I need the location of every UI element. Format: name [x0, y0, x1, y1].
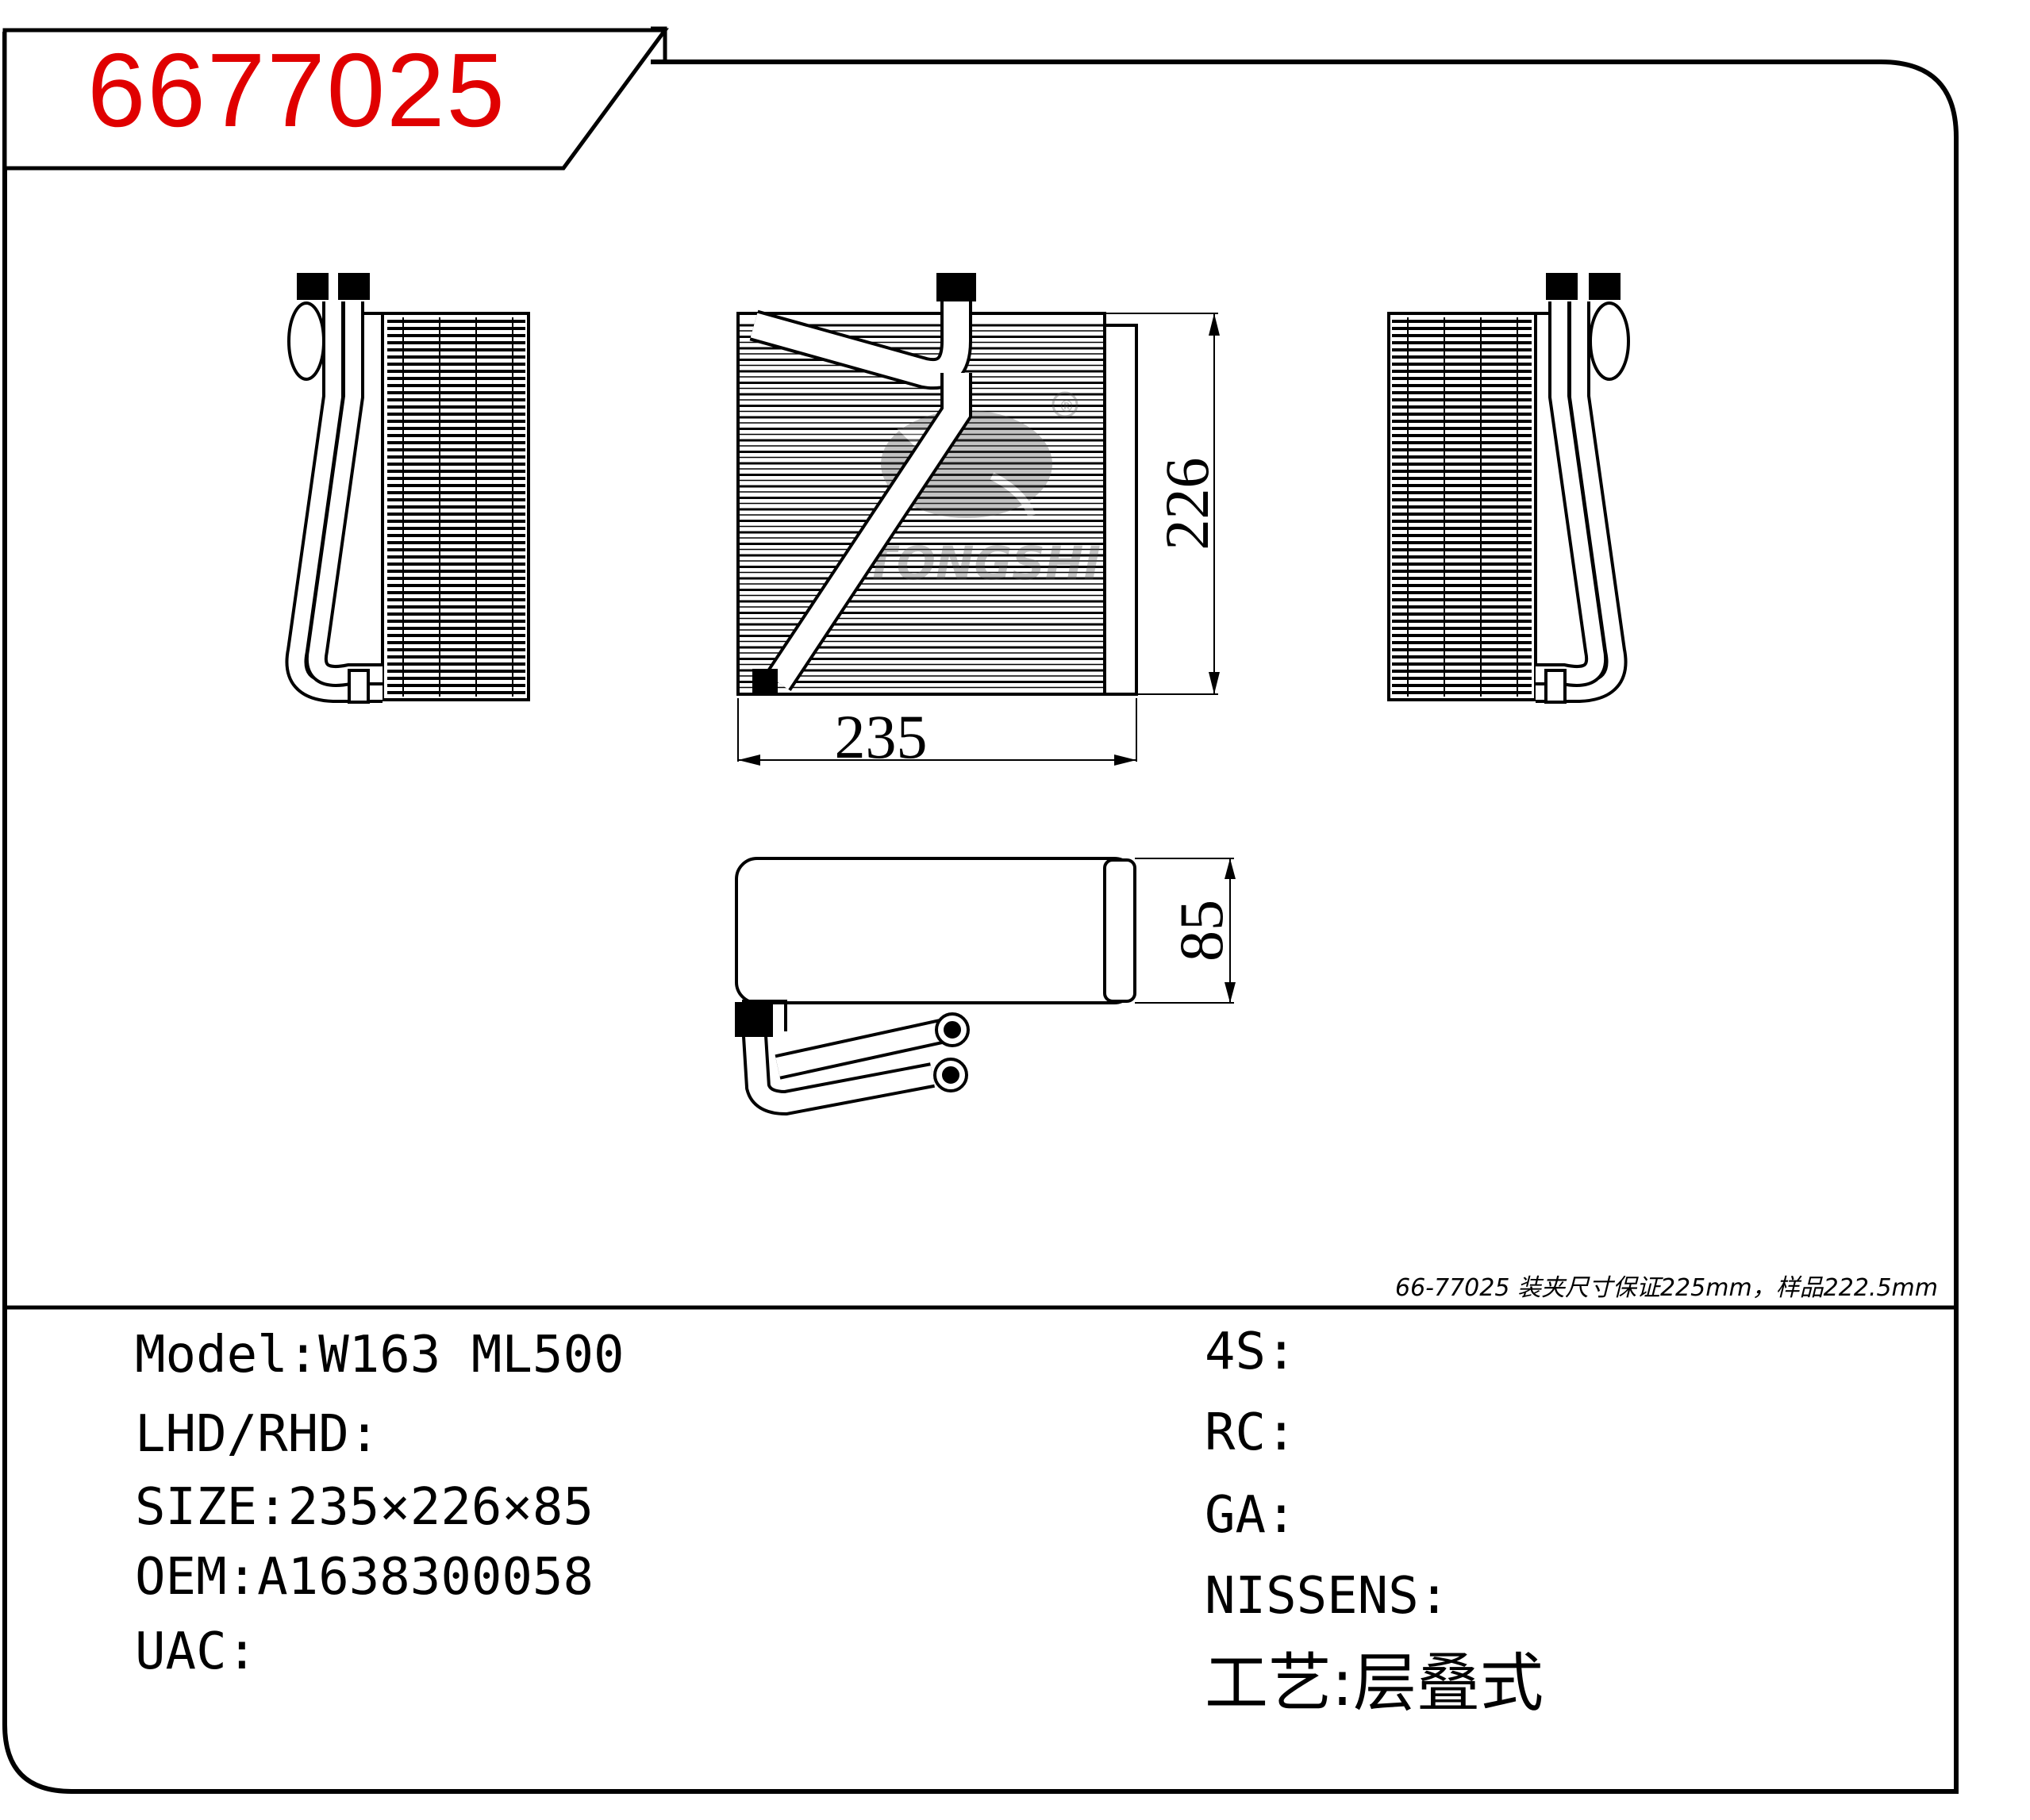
spec-size-value: 235×226×85 [287, 1478, 594, 1537]
watermark-brand: TONGSHI [865, 536, 1101, 590]
spec-process-value: 层叠式 [1352, 1646, 1544, 1720]
spec-rc-label: RC: [1205, 1403, 1297, 1462]
spec-size: SIZE:235×226×85 [135, 1482, 594, 1533]
fin-pack-left [387, 317, 525, 697]
spec-lhd-rhd-label: LHD/RHD: [135, 1405, 380, 1464]
evaporator-front-view: ® TONGSHI [736, 273, 1220, 766]
watermark-registered-mark: ® [1059, 397, 1075, 416]
spec-lhd-rhd: LHD/RHD: [135, 1409, 379, 1460]
spec-model: Model:W163 ML500 [135, 1330, 625, 1380]
spec-oem: OEM:A1638300058 [135, 1552, 594, 1603]
spec-4s: 4S: [1205, 1327, 1297, 1377]
spec-process-label: 工艺: [1205, 1646, 1353, 1720]
evaporator-side-view-right [1387, 273, 1630, 704]
spec-ga: GA: [1205, 1490, 1297, 1541]
spec-oem-label: OEM: [135, 1548, 258, 1607]
part-number-banner [2, 28, 669, 171]
width-dimension-label: 235 [835, 702, 928, 771]
spec-4s-label: 4S: [1205, 1323, 1297, 1381]
spec-model-value: W163 ML500 [318, 1326, 625, 1384]
spec-uac-label: UAC: [135, 1622, 258, 1681]
depth-dimension-label: 85 [1167, 900, 1236, 962]
evaporator-top-view [735, 857, 1236, 1116]
spec-size-label: SIZE: [135, 1478, 288, 1537]
spec-process: 工艺:层叠式 [1205, 1652, 1544, 1715]
sheet-frame [2, 32, 1959, 1794]
spec-model-label: Model: [135, 1326, 319, 1384]
spec-nissens-label: NISSENS: [1205, 1567, 1450, 1626]
spec-oem-value: A1638300058 [257, 1548, 594, 1607]
spec-rc: RC: [1205, 1407, 1297, 1458]
part-number-title: 6677025 [87, 32, 506, 148]
spec-nissens: NISSENS: [1205, 1571, 1449, 1622]
evaporator-side-view-left [285, 273, 530, 704]
spec-ga-label: GA: [1205, 1486, 1297, 1545]
spec-uac: UAC: [135, 1626, 257, 1677]
fin-pack-right [1392, 317, 1532, 697]
height-dimension-label: 226 [1152, 458, 1221, 551]
clamping-size-note: 66-77025 装夹尺寸保证225mm，样品222.5mm [1394, 1274, 1938, 1302]
